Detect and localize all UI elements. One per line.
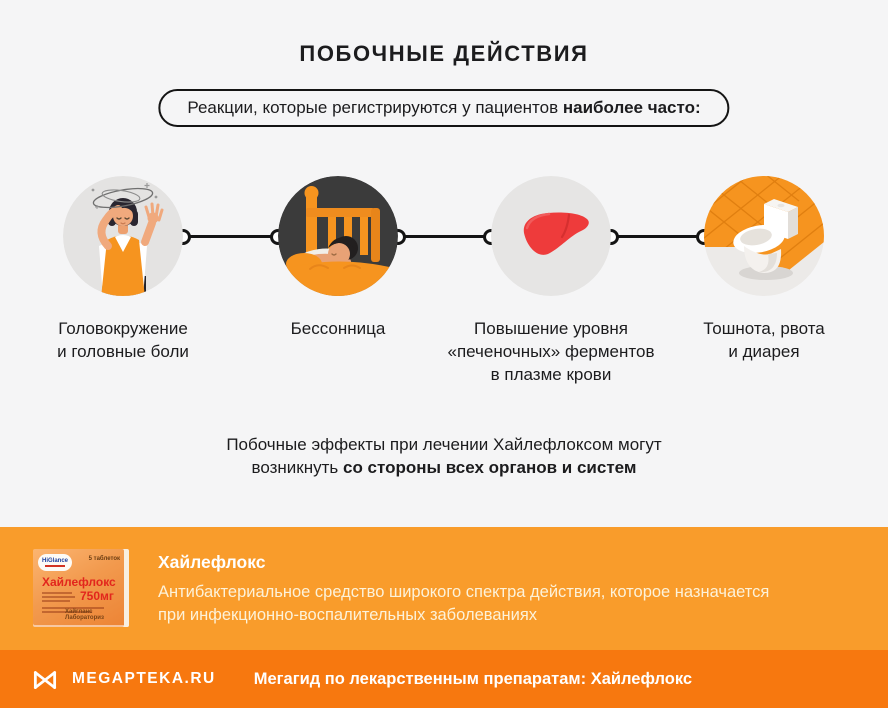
effect-label-dizziness: Головокружение и головные боли — [57, 319, 189, 361]
medicine-fine-print-line — [42, 611, 92, 613]
dizziness-illustration — [63, 176, 183, 296]
product-description-line2: при инфекционно-воспалительных заболеван… — [158, 606, 538, 624]
summary-note-line1: Побочные эффекты при лечении Хайлефлоксо… — [226, 435, 662, 454]
medicine-name-on-box: Хайлефлокс — [42, 575, 116, 589]
footer-brand-text: MEGAPTEKA.RU — [72, 670, 216, 687]
medicine-dose-label: 750мг — [80, 589, 114, 603]
medicine-brand-bar — [45, 565, 65, 567]
toilet-icon — [704, 176, 824, 296]
effect-label-insomnia: Бессонница — [290, 319, 386, 338]
product-description-line1: Антибактериальное средство широкого спек… — [158, 583, 770, 601]
subtitle-pill: Реакции, которые регистрируются у пациен… — [158, 89, 730, 127]
dizziness-icon — [63, 176, 183, 296]
insomnia-icon — [278, 176, 398, 296]
connector-line — [611, 235, 704, 238]
product-panel: HiGlance 5 таблеток Хайлефлокс 750мг Хай… — [0, 527, 888, 650]
summary-note-regular: возникнуть — [251, 458, 343, 477]
megapteka-logo-icon — [33, 671, 57, 689]
subtitle-bold-text: наиболее часто: — [562, 98, 701, 117]
product-description: Антибактериальное средство широкого спек… — [158, 581, 769, 627]
toilet-illustration — [704, 176, 824, 296]
connector-line — [398, 235, 491, 238]
summary-note-line2: возникнуть со стороны всех органов и сис… — [0, 456, 888, 479]
medicine-brand-text: HiGlance — [41, 558, 68, 564]
medicine-fine-print-line — [42, 596, 75, 598]
connector-line — [184, 235, 278, 238]
medicine-manufacturer-label: Хайгланс Лабораториз — [65, 609, 104, 621]
subtitle-text: Реакции, которые регистрируются у пациен… — [187, 98, 563, 117]
medicine-fine-print-line — [42, 600, 70, 602]
effect-label-nausea: Тошнота, рвота и диарея — [703, 319, 825, 361]
medicine-fine-print-line — [42, 592, 72, 594]
page-title: ПОБОЧНЫЕ ДЕЙСТВИЯ — [299, 41, 589, 66]
medicine-count-label: 5 таблеток — [88, 556, 120, 562]
medicine-box-image: HiGlance 5 таблеток Хайлефлокс 750мг Хай… — [33, 549, 129, 627]
footer-tagline: Мегагид по лекарственным препаратам: Хай… — [253, 669, 693, 688]
summary-note: Побочные эффекты при лечении Хайлефлоксо… — [0, 433, 888, 479]
medicine-fine-print-line — [42, 607, 104, 609]
product-name: Хайлефлокс — [158, 552, 266, 572]
effect-label-liver-enzymes: Повышение уровня «печеночных» ферментов … — [447, 319, 655, 384]
footer-bar: MEGAPTEKA.RU Мегагид по лекарственным пр… — [0, 650, 888, 708]
summary-note-bold: со стороны всех органов и систем — [343, 458, 637, 477]
insomnia-illustration — [278, 176, 398, 296]
liver-icon — [491, 176, 611, 296]
medicine-brand-logo: HiGlance — [38, 554, 72, 571]
liver-illustration — [491, 176, 611, 296]
